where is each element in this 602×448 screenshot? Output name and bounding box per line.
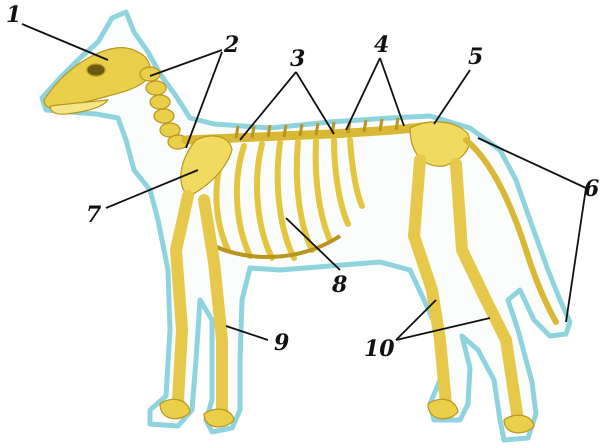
front-paw-right <box>204 409 234 427</box>
label-9: 9 <box>274 330 289 356</box>
label-2: 2 <box>223 32 239 58</box>
label-3: 3 <box>290 46 305 72</box>
label-6: 6 <box>584 176 599 202</box>
leader-10a <box>396 300 436 340</box>
leader-2a <box>150 50 222 76</box>
eye-socket <box>87 64 105 76</box>
label-10: 10 <box>364 336 395 362</box>
leader-6b <box>566 188 586 322</box>
label-4: 4 <box>374 32 389 58</box>
label-1: 1 <box>6 2 21 28</box>
label-8: 8 <box>331 272 347 298</box>
hind-paw-right <box>504 415 534 433</box>
label-7: 7 <box>86 202 102 228</box>
leader-5 <box>434 70 470 124</box>
label-5: 5 <box>468 44 483 70</box>
